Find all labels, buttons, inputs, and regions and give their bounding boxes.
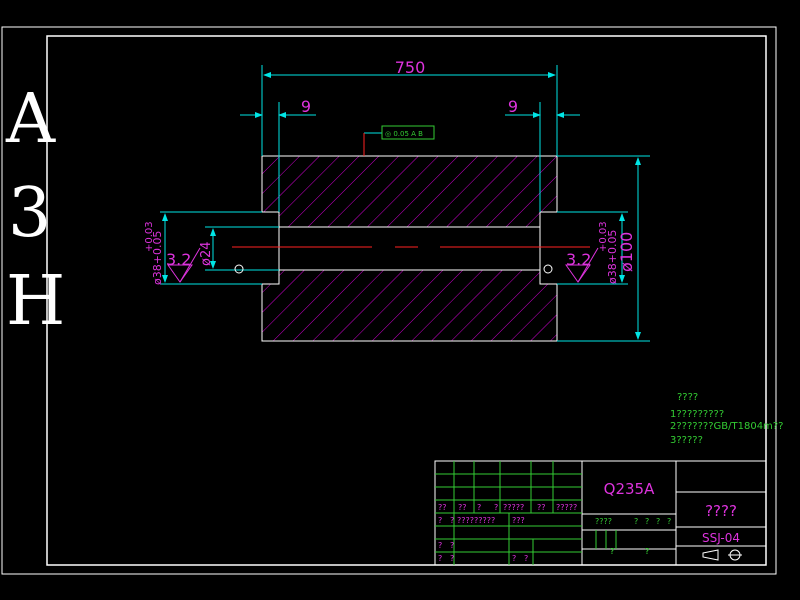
notes-title: ???? (677, 392, 699, 403)
dim-outer-dia: ø100 (617, 232, 636, 272)
row_labels_a-0: ?? (438, 503, 447, 512)
notes-line-2: 2???????GB/T1804m?? (670, 421, 784, 432)
row_labels_b-2: ????????? (457, 516, 495, 525)
dim-left-recess: ø38+0.05 (151, 231, 164, 285)
row_labels_d-2: ? (512, 554, 516, 563)
mid_labels-1: ? (634, 517, 638, 526)
title-block-row-c: ?? (438, 541, 454, 550)
row_labels_a-2: ? (477, 503, 481, 512)
row_labels_a-6: ????? (556, 503, 577, 512)
material: Q235A (604, 480, 655, 498)
dim-left-groove: 9 (301, 97, 311, 116)
title-block (434, 460, 767, 566)
row_labels_d-3: ? (524, 554, 528, 563)
notes-line-1: 1????????? (670, 409, 725, 420)
title-block-row-bottom: ???? (610, 547, 649, 556)
notes-line-3: 3????? (670, 435, 703, 446)
row_labels_a-5: ?? (537, 503, 546, 512)
dim-right-groove: 9 (508, 97, 518, 116)
roughness-left: 3.2 (166, 250, 191, 269)
center-hole-right-icon (543, 264, 553, 274)
tolerance-frame: ◎ 0.05 A B (385, 130, 423, 138)
center-hole-left-icon (234, 264, 244, 274)
drawing-no: SSJ-04 (702, 531, 740, 545)
title-block-row-mid: ???????? (595, 517, 671, 526)
row_labels_b-1: ? (450, 516, 454, 525)
bottom_marks-1: ? (645, 547, 649, 556)
row_labels_b-0: ? (438, 516, 442, 525)
projection-symbol-icon (702, 549, 742, 561)
mid_labels-0: ???? (595, 517, 612, 526)
dim-right-recess: ø38+0.05 (606, 230, 619, 284)
row_labels_b-3: ??? (512, 516, 525, 525)
row_labels_d-0: ? (438, 554, 442, 563)
sheet-letter-3: H (6, 262, 66, 341)
row_labels_c-0: ? (438, 541, 442, 550)
dim-bore-dia: ø24 (199, 242, 214, 267)
part-name: ???? (705, 502, 737, 520)
row_labels_a-1: ?? (458, 503, 467, 512)
bottom_marks-0: ? (610, 547, 614, 556)
row_labels_a-3: ? (494, 503, 498, 512)
dim-right-recess-tol: +0.03 (598, 221, 609, 252)
bottom_marks-3: ? (645, 547, 649, 556)
row_labels_a-4: ????? (503, 503, 524, 512)
title-block-row-b: ?????????????? (438, 516, 525, 525)
row_labels_c-1: ? (450, 541, 454, 550)
roughness-left-icon (167, 247, 201, 283)
title-block-grid (435, 461, 617, 565)
roughness-right: 3.2 (566, 250, 591, 269)
sheet-letter-2: 3 (8, 174, 52, 253)
mid_labels-4: ? (667, 517, 671, 526)
mid_labels-2: ? (645, 517, 649, 526)
part-body (261, 155, 558, 342)
mid_labels-3: ? (656, 517, 660, 526)
dim-left-recess-tol: +0.03 (144, 221, 155, 252)
sheet-letter-1: A (6, 80, 56, 159)
roughness-right-icon (565, 247, 599, 283)
inner-frame (46, 35, 767, 566)
row_labels_d-1: ? (450, 554, 454, 563)
bottom_marks-2: ? (610, 547, 614, 556)
title-block-row-d: ???? (438, 554, 528, 563)
dimension-lines (160, 65, 650, 342)
outer-frame (1, 26, 777, 575)
tolerance-frame-box (381, 125, 435, 140)
title-block-row-a: ?????????????????? (438, 503, 577, 512)
dim-length: 750 (395, 58, 426, 77)
